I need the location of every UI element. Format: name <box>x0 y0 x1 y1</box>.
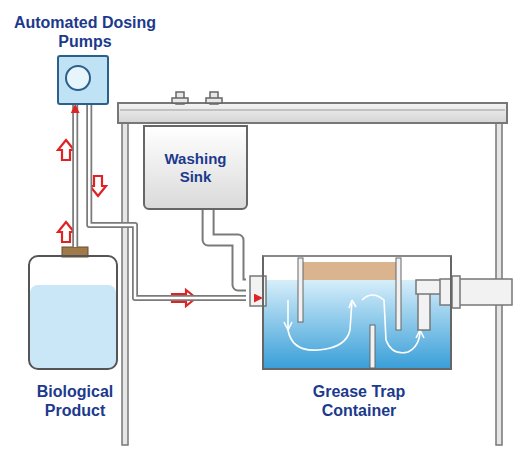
baffle <box>370 325 375 368</box>
container-liquid <box>30 285 116 368</box>
tube-bore <box>208 210 246 285</box>
grease-layer <box>302 262 396 280</box>
dosing-pump: Automated Dosing Pumps <box>57 55 109 105</box>
part-label: Grease Trap Container <box>279 382 439 420</box>
table-leg <box>122 123 128 445</box>
dosing-tube <box>89 105 262 298</box>
tube-bore <box>74 105 77 247</box>
flow-head <box>75 105 76 255</box>
tube-outline <box>208 210 246 285</box>
part-label: Biological Product <box>10 382 140 420</box>
trap-ground <box>264 258 450 368</box>
baffle <box>298 258 303 322</box>
box-label: Washing Sink <box>159 150 232 186</box>
flow-head <box>89 105 262 298</box>
tube-outline <box>72 105 78 247</box>
table-edge <box>120 110 505 111</box>
flow-head <box>208 210 246 285</box>
outlet-pipe <box>416 276 512 330</box>
dosing-tube <box>75 105 76 255</box>
tap <box>172 92 222 104</box>
washing-sink: Washing Sink <box>143 125 248 210</box>
product-container: Biological Product <box>28 255 118 370</box>
drain-pipe <box>208 210 246 285</box>
table-top <box>118 103 507 123</box>
pump-rotor <box>65 65 91 91</box>
baffle <box>396 258 401 330</box>
container-ground <box>30 262 116 368</box>
part-label: Automated Dosing Pumps <box>10 13 160 51</box>
grease-trap: Grease Trap Container <box>262 255 452 370</box>
flow-swirl <box>284 295 424 353</box>
